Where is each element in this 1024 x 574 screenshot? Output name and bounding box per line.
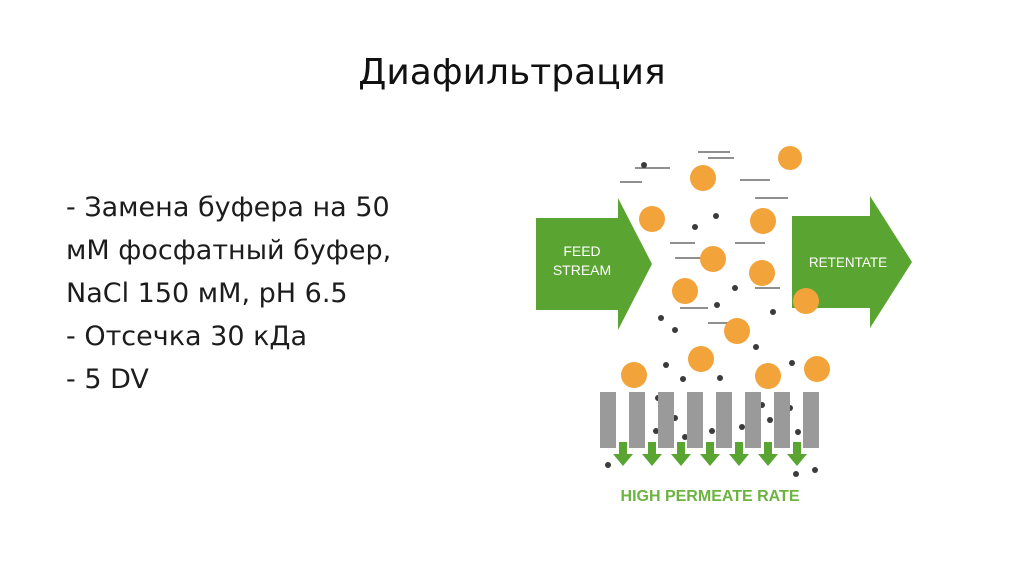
small-particle bbox=[739, 424, 745, 430]
bullet-line-3: NaCl 150 мМ, pH 6.5 bbox=[66, 278, 348, 309]
small-particle bbox=[653, 428, 659, 434]
membrane-bar bbox=[687, 392, 703, 448]
membrane-bar bbox=[803, 392, 819, 448]
small-particle bbox=[732, 285, 738, 291]
large-particle bbox=[690, 165, 716, 191]
membrane-bar bbox=[774, 392, 790, 448]
large-particle bbox=[639, 206, 665, 232]
bullet-list: - Замена буфера на 50 мМ фосфатный буфер… bbox=[66, 186, 486, 401]
large-particle bbox=[621, 362, 647, 388]
down-arrow-icon bbox=[787, 442, 807, 466]
large-particles bbox=[621, 146, 830, 389]
large-particle bbox=[750, 208, 776, 234]
down-arrow-icon bbox=[758, 442, 778, 466]
large-particle bbox=[688, 346, 714, 372]
diafiltration-diagram: FEED STREAM RETENTATE bbox=[530, 140, 930, 520]
small-particle bbox=[663, 362, 669, 368]
feed-label-line1: FEED bbox=[563, 243, 600, 259]
dash-lines bbox=[620, 151, 788, 324]
down-arrow-icon bbox=[729, 442, 749, 466]
bullet-line-2: мМ фосфатный буфер, bbox=[66, 235, 392, 266]
small-particle bbox=[714, 302, 720, 308]
down-arrow-icon bbox=[613, 442, 633, 466]
feed-stream-arrow bbox=[536, 198, 652, 330]
diagram-svg: FEED STREAM RETENTATE bbox=[536, 146, 912, 505]
small-particle bbox=[692, 224, 698, 230]
large-particle bbox=[755, 363, 781, 389]
retentate-label: RETENTATE bbox=[809, 255, 887, 270]
small-particle bbox=[793, 471, 799, 477]
permeate-arrows bbox=[613, 442, 807, 466]
large-particle bbox=[804, 356, 830, 382]
bullet-line-1: - Замена буфера на 50 bbox=[66, 192, 390, 223]
membrane bbox=[600, 392, 819, 448]
membrane-bar bbox=[716, 392, 732, 448]
membrane-bar bbox=[600, 392, 616, 448]
large-particle bbox=[724, 318, 750, 344]
bullet-line-5: - 5 DV bbox=[66, 364, 149, 395]
down-arrow-icon bbox=[671, 442, 691, 466]
bullet-line-4: - Отсечка 30 кДа bbox=[66, 321, 308, 352]
membrane-bar bbox=[745, 392, 761, 448]
small-particle bbox=[770, 309, 776, 315]
small-particle bbox=[713, 213, 719, 219]
small-particle bbox=[605, 462, 611, 468]
small-particle bbox=[672, 327, 678, 333]
large-particle bbox=[793, 288, 819, 314]
large-particle bbox=[700, 246, 726, 272]
permeate-label: HIGH PERMEATE RATE bbox=[621, 488, 800, 505]
small-particle bbox=[680, 376, 686, 382]
down-arrow-icon bbox=[642, 442, 662, 466]
small-particle bbox=[641, 162, 647, 168]
down-arrow-icon bbox=[700, 442, 720, 466]
small-particle bbox=[795, 429, 801, 435]
small-particle bbox=[717, 375, 723, 381]
membrane-bar bbox=[658, 392, 674, 448]
small-particle bbox=[753, 344, 759, 350]
slide-title: Диафильтрация bbox=[358, 52, 666, 93]
large-particle bbox=[749, 260, 775, 286]
large-particle bbox=[778, 146, 802, 170]
feed-label-line2: STREAM bbox=[553, 262, 611, 278]
large-particle bbox=[672, 278, 698, 304]
retentate-arrow bbox=[792, 196, 912, 328]
small-particle bbox=[789, 360, 795, 366]
small-particle bbox=[767, 417, 773, 423]
small-particle bbox=[812, 467, 818, 473]
small-particle bbox=[658, 315, 664, 321]
membrane-bar bbox=[629, 392, 645, 448]
small-particle bbox=[682, 434, 688, 440]
small-particle bbox=[709, 428, 715, 434]
